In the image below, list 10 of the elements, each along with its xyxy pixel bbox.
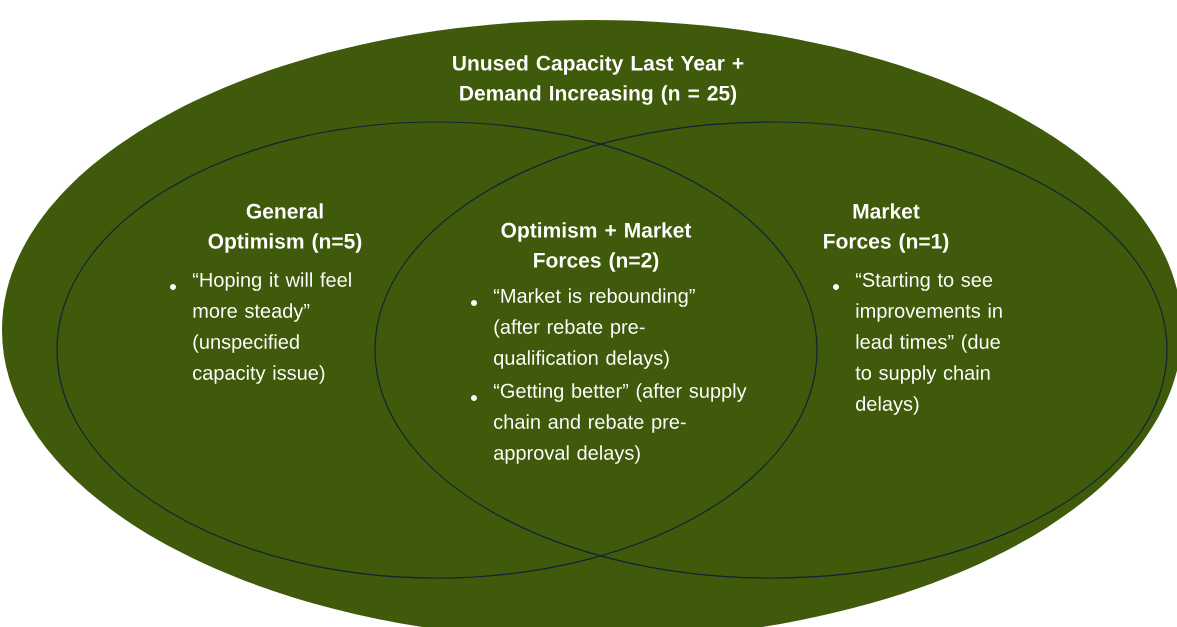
- heading: General Optimism (n=5): [208, 203, 362, 253]
- bullet-text: “Market is rebounding” (after rebate pre-qualification delays): [493, 288, 695, 369]
- heading: Optimism + Market Forces (n=2): [501, 222, 692, 272]
- heading: Market Forces (n=1): [824, 203, 949, 253]
- venn-ellipse: [56, 121, 818, 579]
- bullet-text: “Starting to see improvements in lead times” (due to supply chain delays): [855, 272, 1002, 415]
- heading: Unused Capacity Last Year + Demand Increasing (n = 25): [453, 55, 744, 105]
- bullet-text: “Getting better” (after supply chain and rebate pre-approval delays): [493, 383, 747, 464]
- venn-ellipse: [374, 121, 1168, 579]
- bullet-text: “Hoping it will feel more steady” (unspecified capacity issue): [192, 272, 351, 384]
